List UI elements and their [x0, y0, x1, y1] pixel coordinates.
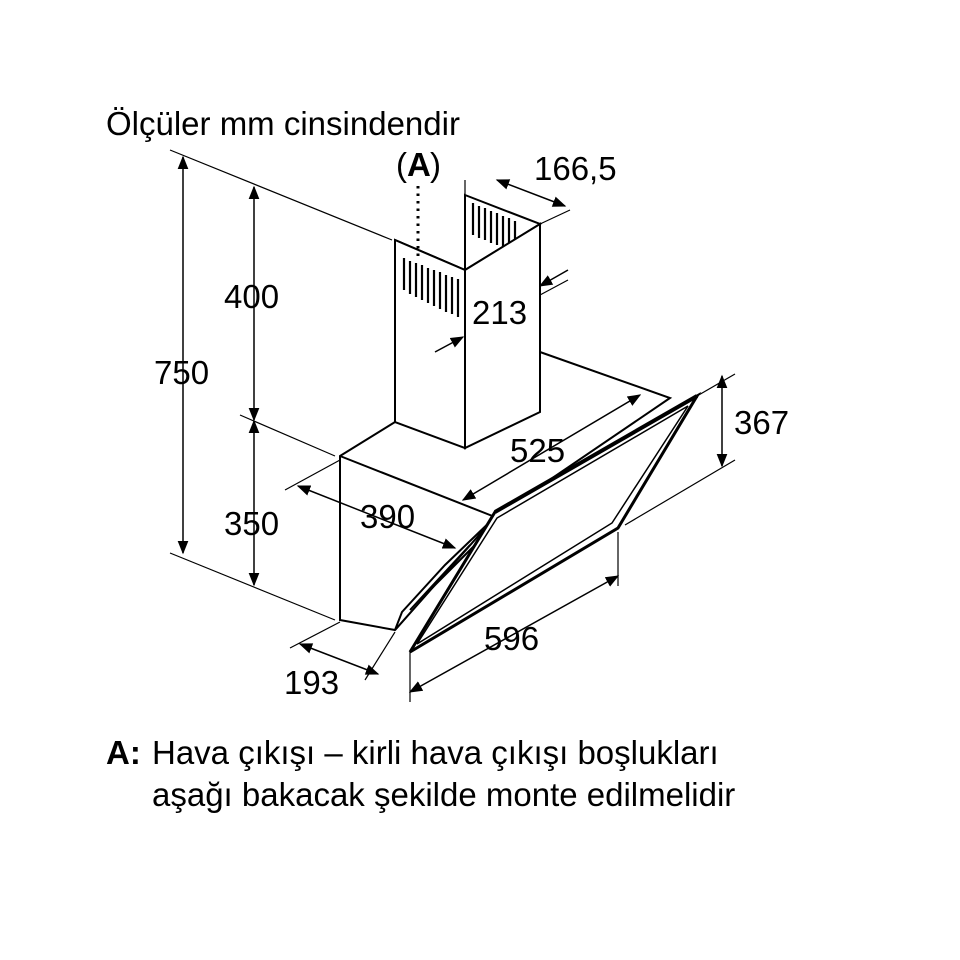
legend-note: A: Hava çıkışı – kirli hava çıkışı boşlu…: [106, 732, 735, 816]
dim-body-width: 596: [484, 620, 539, 657]
units-caption: Ölçüler mm cinsindendir: [106, 105, 460, 142]
dim-body-depth: 390: [360, 498, 415, 535]
svg-text:A: A: [407, 146, 431, 183]
dim-chimney-depth: 213: [472, 294, 527, 331]
legend-key: A:: [106, 734, 141, 771]
dim-glass-depth: 525: [510, 432, 565, 469]
dimension-arrows: [177, 155, 728, 693]
extension-lines: [169, 149, 736, 702]
legend-line-1: Hava çıkışı – kirli hava çıkışı boşlukla…: [152, 734, 719, 771]
svg-text:): ): [430, 146, 441, 183]
dim-body-height: 350: [224, 505, 279, 542]
dim-total-height: 750: [154, 354, 209, 391]
outlet-marker: ( A ): [396, 146, 441, 258]
dim-chimney-width: 166,5: [534, 150, 617, 187]
dim-glass-height: 367: [734, 404, 789, 441]
svg-text:(: (: [396, 146, 407, 183]
legend-line-2: aşağı bakacak şekilde monte edilmelidir: [152, 776, 736, 813]
dim-lower-depth: 193: [284, 664, 339, 701]
dim-chimney-height: 400: [224, 278, 279, 315]
